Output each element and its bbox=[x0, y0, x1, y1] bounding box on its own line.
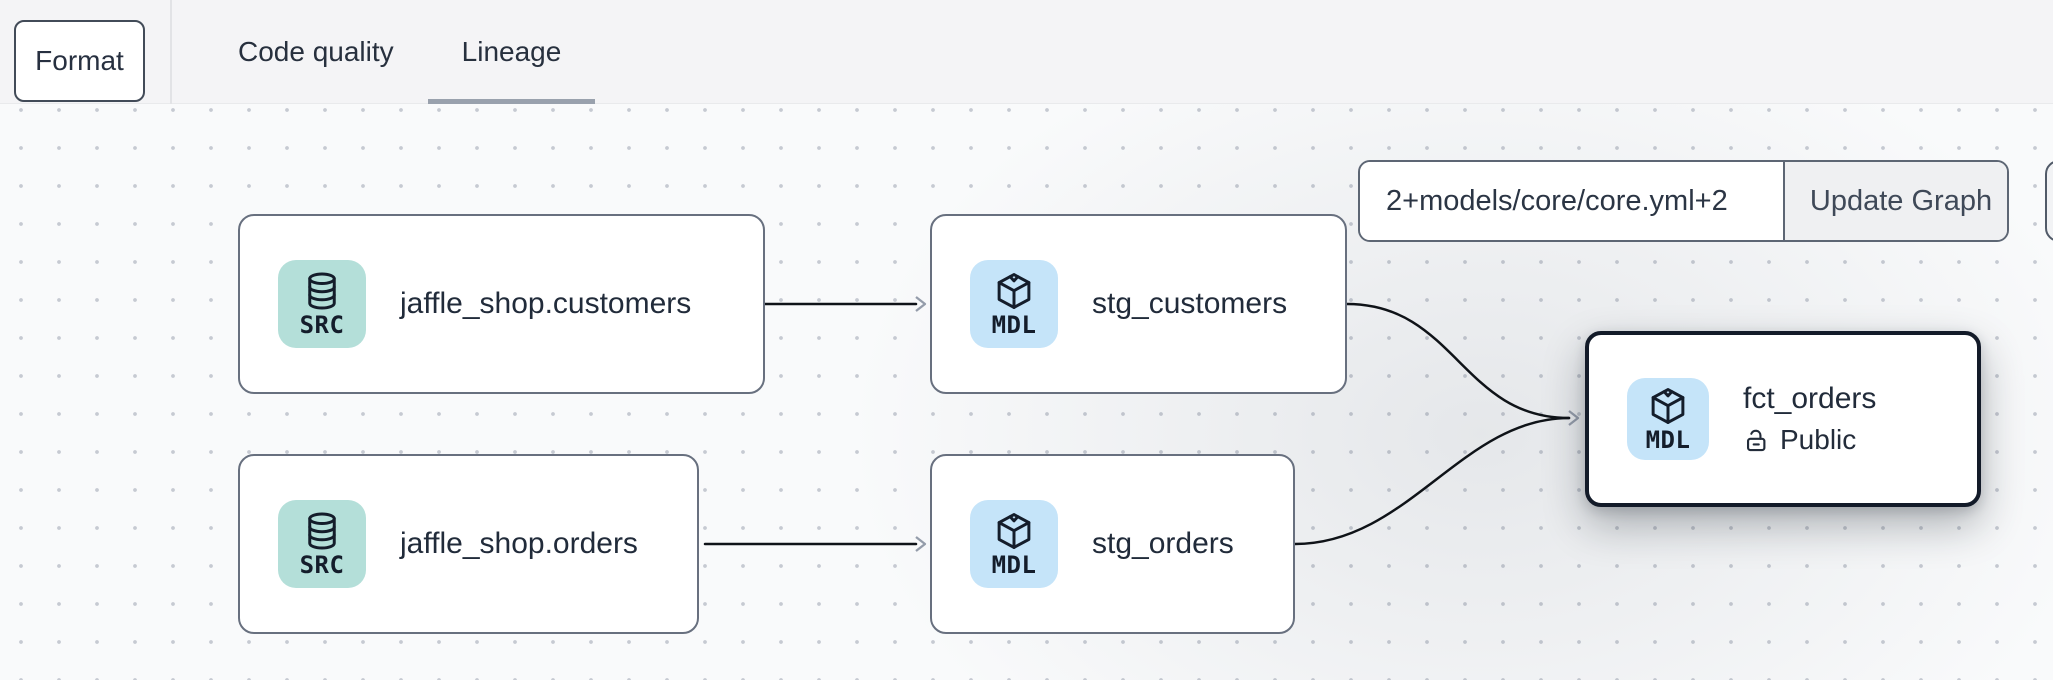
node-title: fct_orders bbox=[1743, 382, 1877, 415]
tab-lineage[interactable]: Lineage bbox=[427, 0, 596, 104]
database-icon bbox=[308, 512, 336, 550]
badge-label: MDL bbox=[1645, 425, 1691, 454]
node-title: jaffle_shop.customers bbox=[400, 287, 692, 320]
tab-bar: Code quality Lineage bbox=[204, 0, 595, 104]
model-badge: MDL bbox=[1627, 378, 1709, 460]
lineage-node-fct-orders[interactable]: MDL fct_orders Public bbox=[1585, 331, 1981, 507]
tab-code-quality[interactable]: Code quality bbox=[238, 36, 394, 67]
lineage-selector-input[interactable] bbox=[1360, 162, 1783, 240]
lineage-node-stg-customers[interactable]: MDL stg_customers bbox=[930, 214, 1347, 394]
edge-arrowhead bbox=[915, 536, 927, 552]
lineage-canvas[interactable]: SRC jaffle_shop.customers MDL stg_custom… bbox=[0, 104, 2053, 680]
lineage-node-stg-orders[interactable]: MDL stg_orders bbox=[930, 454, 1295, 634]
model-badge: MDL bbox=[970, 260, 1058, 348]
cube-icon bbox=[997, 272, 1031, 309]
edge-stg-customers-to-fct-orders bbox=[1345, 302, 1571, 420]
node-title: jaffle_shop.orders bbox=[400, 527, 638, 560]
access-row: Public bbox=[1743, 424, 1876, 456]
badge-label: MDL bbox=[991, 550, 1037, 579]
badge-label: MDL bbox=[991, 310, 1037, 339]
edge-arrowhead bbox=[1568, 410, 1580, 426]
access-label: Public bbox=[1780, 424, 1857, 455]
header-divider bbox=[170, 0, 172, 104]
cube-icon bbox=[1651, 387, 1685, 424]
database-icon bbox=[308, 272, 336, 310]
node-title: stg_customers bbox=[1092, 287, 1288, 320]
format-button[interactable]: Format bbox=[14, 20, 145, 102]
source-badge: SRC bbox=[278, 260, 366, 348]
clipped-right-button[interactable] bbox=[2045, 160, 2053, 242]
update-graph-button[interactable]: Update Graph bbox=[1783, 162, 2007, 240]
top-toolbar: Format Code quality Lineage bbox=[0, 0, 2053, 104]
node-title: stg_orders bbox=[1092, 527, 1234, 560]
lineage-node-jaffle-shop-customers[interactable]: SRC jaffle_shop.customers bbox=[238, 214, 765, 394]
lineage-edges bbox=[703, 296, 1580, 552]
edge-stg-orders-to-fct-orders bbox=[1293, 416, 1571, 546]
badge-label: SRC bbox=[299, 550, 345, 579]
model-badge: MDL bbox=[970, 500, 1058, 588]
lineage-node-jaffle-shop-orders[interactable]: SRC jaffle_shop.orders bbox=[238, 454, 699, 634]
source-badge: SRC bbox=[278, 500, 366, 588]
badge-label: SRC bbox=[299, 310, 345, 339]
lock-open-icon bbox=[1746, 429, 1766, 451]
edge-arrowhead bbox=[915, 296, 927, 312]
lineage-selector-group: Update Graph bbox=[1358, 160, 2009, 242]
cube-icon bbox=[997, 512, 1031, 549]
